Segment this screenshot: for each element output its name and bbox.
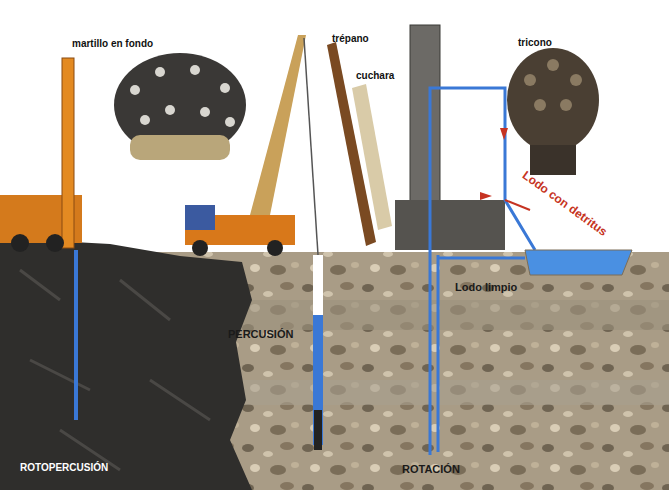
cable bbox=[304, 38, 318, 255]
wheel bbox=[192, 240, 208, 256]
flow-arrow bbox=[480, 192, 492, 200]
part-label: martillo en fondo bbox=[72, 38, 153, 49]
method-label: PERCUSIÓN bbox=[228, 328, 293, 340]
clean-mud-line bbox=[438, 257, 525, 260]
teeth bbox=[524, 59, 582, 111]
tricone-shank bbox=[530, 145, 576, 175]
part-label: trépano bbox=[332, 33, 369, 44]
buttons bbox=[130, 65, 235, 127]
wheel bbox=[11, 234, 29, 252]
rotary-base bbox=[395, 200, 505, 250]
truck-cab bbox=[185, 205, 215, 230]
part-label: cuchara bbox=[356, 70, 394, 81]
mud-line bbox=[430, 88, 535, 455]
flow-label: Lodo con detritus bbox=[520, 168, 610, 239]
flow-arrow bbox=[500, 128, 508, 140]
rig-mast bbox=[62, 58, 74, 248]
borehole bbox=[74, 250, 78, 420]
mud-pit bbox=[525, 250, 632, 275]
method-label: ROTACIÓN bbox=[402, 463, 460, 475]
rock bbox=[0, 238, 252, 490]
wheel bbox=[46, 234, 64, 252]
bit bbox=[314, 410, 322, 450]
wheel bbox=[267, 240, 283, 256]
flow-label: Lodo limpio bbox=[455, 281, 517, 293]
borehole-casing bbox=[313, 255, 323, 315]
part-label: tricono bbox=[518, 37, 552, 48]
method-label: ROTOPERCUSIÓN bbox=[20, 462, 108, 473]
mud-return bbox=[437, 255, 440, 452]
rock-texture bbox=[20, 270, 210, 470]
cuchara-tool bbox=[352, 84, 392, 230]
flow-arrow bbox=[505, 200, 530, 210]
crane-boom bbox=[250, 35, 306, 215]
hammer-body bbox=[130, 135, 230, 160]
tricone-bit bbox=[507, 48, 599, 152]
